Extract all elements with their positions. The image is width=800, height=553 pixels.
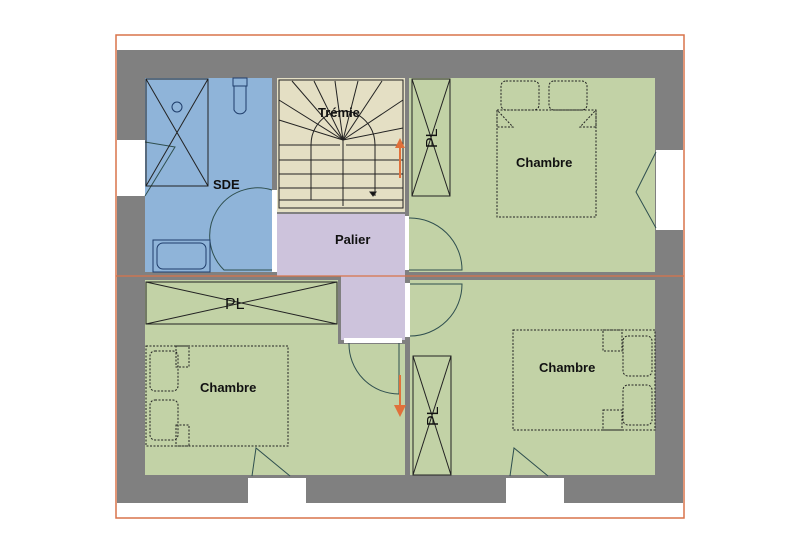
palier-landing (277, 214, 405, 340)
closet-bottom-right (412, 355, 452, 476)
closet-label-bottom-left: PL (225, 296, 245, 313)
down-arrow-icon (394, 375, 406, 417)
room-label-sde: SDE (213, 177, 240, 192)
sink-icon (152, 239, 211, 273)
window-bottom-right (506, 478, 564, 504)
window-right (656, 150, 683, 230)
toilet-icon (232, 77, 248, 115)
closet-bottom-left (145, 281, 338, 325)
closet-top (411, 78, 451, 197)
chambre-bottom-right-room (410, 280, 655, 475)
room-label-tremie: Trémie (318, 105, 360, 120)
window-bottom-left (248, 478, 306, 504)
bed-top-right-icon (496, 80, 597, 218)
chambre-top-right-room (409, 78, 655, 272)
bed-bottom-right-icon (512, 329, 656, 431)
bed-bottom-left-icon (145, 345, 289, 447)
room-label-palier: Palier (335, 232, 370, 247)
up-arrow-icon (395, 138, 405, 178)
window-left (117, 140, 145, 196)
room-label-chambre-bottom-left: Chambre (200, 380, 256, 395)
room-label-chambre-top-right: Chambre (516, 155, 572, 170)
room-label-chambre-bottom-right: Chambre (539, 360, 595, 375)
closet-label-bottom-right: PL (425, 406, 442, 426)
closet-label-top: PL (424, 128, 441, 148)
shower-icon (145, 78, 209, 187)
chambre-bottom-left-room (145, 280, 405, 475)
